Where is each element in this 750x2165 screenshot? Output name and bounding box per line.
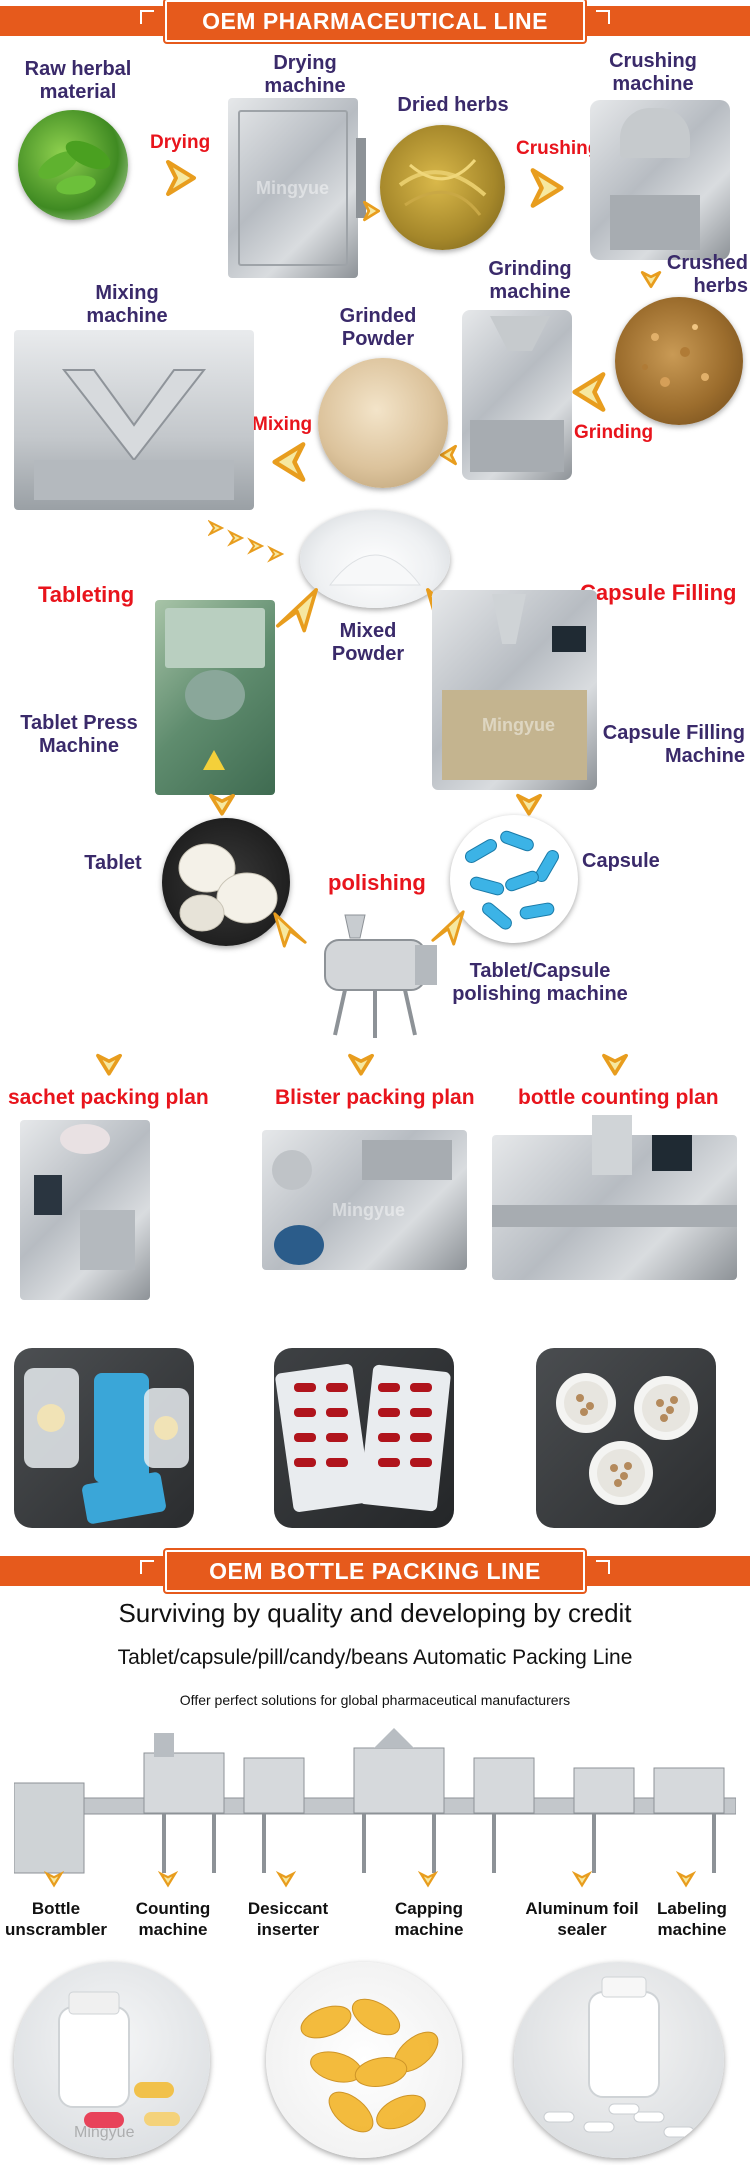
watermark-text: Mingyue (256, 178, 330, 198)
label-raw-herbal: Raw herbal material (24, 58, 132, 103)
packing-line-subtitle: Tablet/capsule/pill/candy/beans Automati… (117, 1646, 633, 1669)
bottle-counting-machine-image (492, 1115, 737, 1280)
label-capping-machine: Capping machine (394, 1899, 464, 1939)
marker-aluminum-icon (572, 1870, 592, 1888)
watermark-text: Mingyue (332, 1200, 406, 1220)
label-polishing-machine: Tablet/Capsule polishing machine (452, 960, 628, 1005)
banner-ornament-right (596, 10, 610, 24)
tablet-image (162, 818, 290, 946)
arrow-to-tableting-icon (272, 585, 322, 633)
grinded-powder-image (318, 358, 448, 488)
step-crushing: Crushing (516, 138, 600, 159)
banner-ornament-left (140, 10, 154, 24)
arrow-sachet-icon (94, 1050, 124, 1078)
marker-counting-icon (158, 1870, 178, 1888)
bottle-capsules-image: Mingyue (14, 1962, 210, 2158)
capsule-filling-image: Mingyue (432, 590, 597, 790)
banner-ornament-left (140, 1560, 154, 1574)
marker-capping-icon (418, 1870, 438, 1888)
drying-machine-image: Mingyue (228, 98, 366, 278)
bottle-packing-line-image (13, 1728, 737, 1883)
sachet-machine-image (20, 1120, 150, 1300)
bottle-tablets-image (514, 1962, 724, 2158)
label-mixed-powder: Mixed Powder (331, 620, 405, 665)
label-tablet-press: Tablet Press Machine (20, 712, 138, 757)
label-tablet: Tablet (84, 852, 142, 874)
plan-sachet: sachet packing plan (8, 1086, 209, 1109)
label-drying-machine: Drying machine (264, 52, 346, 97)
mixing-machine-image (14, 330, 254, 510)
sachet-product-image (14, 1348, 194, 1528)
tablet-press-image (155, 600, 275, 795)
label-bottle-unscrambler: Bottle unscrambler (4, 1899, 108, 1939)
arrows-to-mixed-icon (208, 518, 298, 568)
raw-herbal-image (18, 110, 128, 220)
grinding-machine-image (462, 310, 572, 480)
label-desiccant-inserter: Desiccant inserter (247, 1899, 329, 1939)
step-mixing: Mixing (252, 414, 313, 435)
banner-title: OEM PHARMACEUTICAL LINE (163, 0, 587, 44)
crushed-herbs-image (615, 297, 743, 425)
plan-bottle: bottle counting plan (518, 1086, 719, 1109)
crushing-machine-image (590, 100, 730, 260)
step-capsule-filling: Capsule Filling (580, 580, 737, 605)
arrow-to-capsule-icon (514, 790, 544, 818)
bottle-line-banner: OEM BOTTLE PACKING LINE (0, 1548, 750, 1594)
plan-blister: Blister packing plan (275, 1086, 475, 1109)
arrow-bottle-icon (600, 1050, 630, 1078)
label-grinded-powder: Grinded Powder (339, 305, 417, 350)
arrow-to-mixing-icon (268, 440, 312, 484)
step-drying: Drying (150, 132, 211, 153)
arrow-to-polishing-left-icon (270, 910, 310, 948)
banner-ornament-right (596, 1560, 610, 1574)
marker-unscrambler-icon (44, 1870, 64, 1888)
banner-title: OEM BOTTLE PACKING LINE (163, 1548, 587, 1594)
arrow-to-tablet-icon (207, 790, 237, 818)
arrow-to-grinding-icon (568, 370, 612, 414)
blister-product-image (274, 1348, 454, 1528)
capsule-image (450, 815, 578, 943)
label-labeling-machine: Labeling machine (657, 1899, 727, 1939)
step-grinding: Grinding (574, 422, 654, 443)
step-tableting: Tableting (38, 582, 135, 607)
watermark-text: Mingyue (74, 2124, 135, 2141)
arrow-to-polishing-right-icon (428, 908, 468, 946)
label-mixing-machine: Mixing machine (86, 282, 168, 327)
label-counting-machine: Counting machine (135, 1899, 211, 1939)
polishing-machine-image (315, 910, 450, 1045)
marker-desiccant-icon (276, 1870, 296, 1888)
label-capsule: Capsule (582, 850, 660, 872)
arrow-to-crushed-icon (640, 268, 662, 290)
dried-herbs-image (380, 125, 505, 250)
arrow-to-dried-icon (360, 200, 382, 222)
slogan: Surviving by quality and developing by c… (118, 1598, 632, 1628)
label-grinding-machine: Grinding machine (488, 258, 572, 303)
arrow-to-drying-icon (160, 158, 200, 198)
tagline: Offer perfect solutions for global pharm… (179, 1692, 571, 1708)
marker-labeling-icon (676, 1870, 696, 1888)
label-dried-herbs: Dried herbs (397, 94, 509, 116)
arrow-blister-icon (346, 1050, 376, 1078)
mixed-powder-image (300, 510, 450, 608)
label-crushing-machine: Crushing machine (609, 50, 697, 95)
label-aluminum-foil-sealer: Aluminum foil sealer (525, 1899, 639, 1939)
label-capsule-filling-machine: Capsule Filling Machine (602, 722, 745, 767)
step-polishing: polishing (328, 870, 426, 895)
arrow-to-crushing-icon (524, 166, 568, 210)
bottle-product-image (536, 1348, 716, 1528)
watermark-text: Mingyue (482, 715, 556, 735)
blister-machine-image: Mingyue (262, 1130, 467, 1270)
label-crushed-herbs: Crushed herbs (666, 252, 748, 297)
arrow-to-grinded-icon (438, 444, 460, 466)
pharma-line-banner: OEM PHARMACEUTICAL LINE (0, 0, 750, 44)
softgel-image (266, 1962, 462, 2158)
